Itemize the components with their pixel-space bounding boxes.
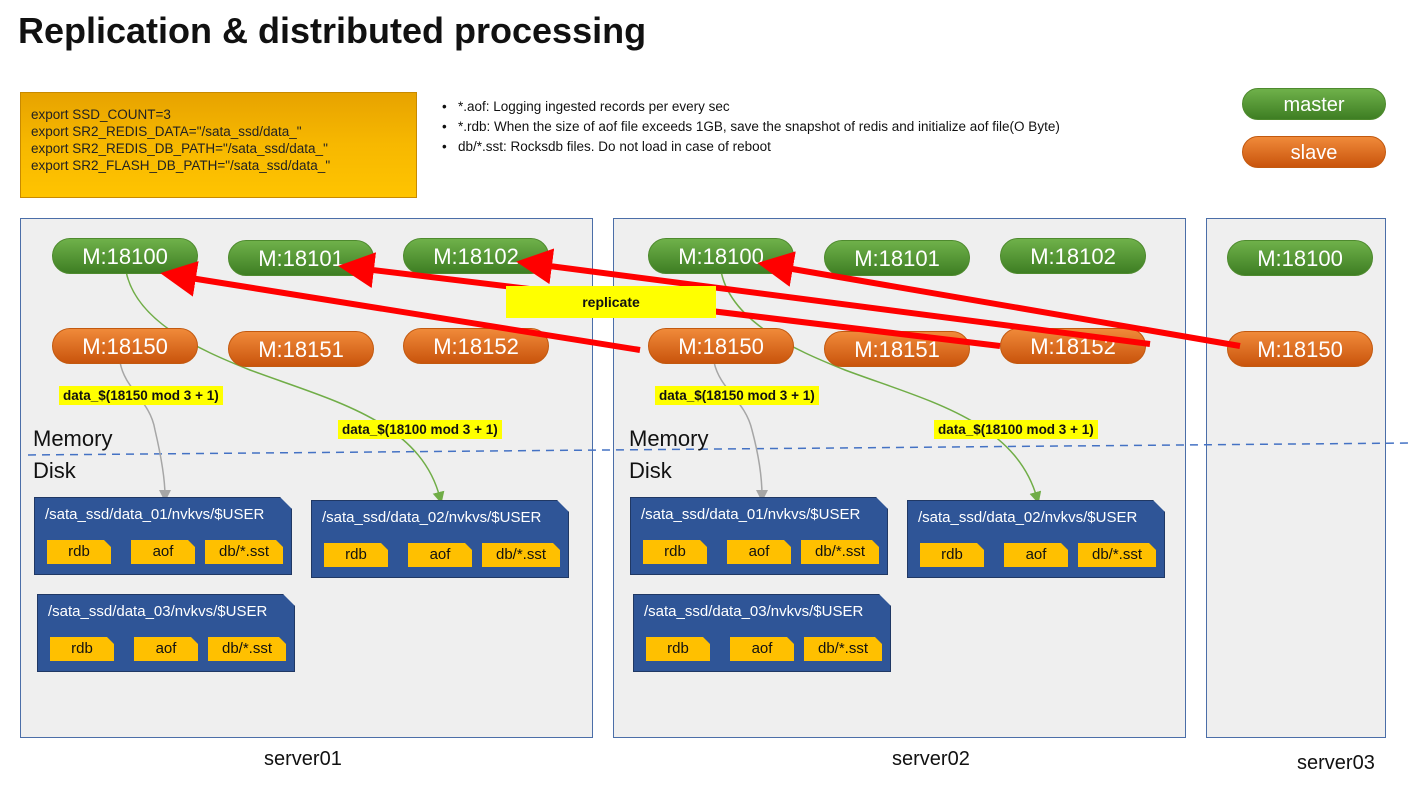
file-aof: aof: [727, 540, 791, 564]
file-rdb: rdb: [50, 637, 114, 661]
file-aof: aof: [134, 637, 198, 661]
server01-master-18102: M:18102: [403, 238, 549, 274]
disk-data-02: /sata_ssd/data_02/nvkvs/$USER rdb aof db…: [311, 500, 569, 578]
file-aof: aof: [730, 637, 794, 661]
disk-data-02: /sata_ssd/data_02/nvkvs/$USER rdb aof db…: [907, 500, 1165, 578]
env-line: export SR2_REDIS_DATA="/sata_ssd/data_": [31, 124, 302, 139]
notes-list: *.aof: Logging ingested records per ever…: [440, 97, 1060, 157]
disk-label: Disk: [629, 458, 672, 483]
file-aof: aof: [1004, 543, 1068, 567]
note-rdb: *.rdb: When the size of aof file exceeds…: [440, 117, 1060, 137]
disk-path: /sata_ssd/data_01/nvkvs/$USER: [641, 506, 861, 523]
disk-path: /sata_ssd/data_02/nvkvs/$USER: [322, 509, 542, 526]
server03-slave-18150: M:18150: [1227, 331, 1373, 367]
master-disk-mapping: data_$(18100 mod 3 + 1): [934, 420, 1098, 439]
file-rdb: rdb: [643, 540, 707, 564]
file-rdb: rdb: [920, 543, 984, 567]
slave-disk-mapping: data_$(18150 mod 3 + 1): [59, 386, 223, 405]
file-sst: db/*.sst: [1078, 543, 1156, 567]
file-aof: aof: [131, 540, 195, 564]
server01-slave-18152: M:18152: [403, 328, 549, 364]
disk-data-01: /sata_ssd/data_01/nvkvs/$USER rdb aof db…: [34, 497, 292, 575]
file-sst: db/*.sst: [205, 540, 283, 564]
file-sst: db/*.sst: [482, 543, 560, 567]
legend-slave: slave: [1242, 136, 1386, 168]
disk-data-01: /sata_ssd/data_01/nvkvs/$USER rdb aof db…: [630, 497, 888, 575]
file-rdb: rdb: [47, 540, 111, 564]
disk-data-03: /sata_ssd/data_03/nvkvs/$USER rdb aof db…: [37, 594, 295, 672]
server02-master-18100: M:18100: [648, 238, 794, 274]
file-rdb: rdb: [324, 543, 388, 567]
server02-slave-18151: M:18151: [824, 331, 970, 367]
server02-master-18101: M:18101: [824, 240, 970, 276]
disk-path: /sata_ssd/data_03/nvkvs/$USER: [48, 603, 268, 620]
file-sst: db/*.sst: [208, 637, 286, 661]
legend-master: master: [1242, 88, 1386, 120]
server02-master-18102: M:18102: [1000, 238, 1146, 274]
server02-label: server02: [892, 748, 970, 770]
disk-label: Disk: [33, 458, 76, 483]
disk-path: /sata_ssd/data_02/nvkvs/$USER: [918, 509, 1138, 526]
disk-path: /sata_ssd/data_03/nvkvs/$USER: [644, 603, 864, 620]
memory-label: Memory: [629, 426, 709, 451]
server03-master-18100: M:18100: [1227, 240, 1373, 276]
memory-label: Memory: [33, 426, 113, 451]
file-sst: db/*.sst: [801, 540, 879, 564]
replicate-label: replicate: [506, 286, 716, 318]
server01-master-18100: M:18100: [52, 238, 198, 274]
server01-label: server01: [264, 748, 342, 770]
note-aof: *.aof: Logging ingested records per ever…: [440, 97, 1060, 117]
env-line: export SR2_FLASH_DB_PATH="/sata_ssd/data…: [31, 158, 331, 173]
disk-data-03: /sata_ssd/data_03/nvkvs/$USER rdb aof db…: [633, 594, 891, 672]
file-sst: db/*.sst: [804, 637, 882, 661]
server01-slave-18151: M:18151: [228, 331, 374, 367]
server03-label: server03: [1297, 752, 1375, 774]
file-aof: aof: [408, 543, 472, 567]
slave-disk-mapping: data_$(18150 mod 3 + 1): [655, 386, 819, 405]
server01-master-18101: M:18101: [228, 240, 374, 276]
note-sst: db/*.sst: Rocksdb files. Do not load in …: [440, 137, 1060, 157]
env-line: export SR2_REDIS_DB_PATH="/sata_ssd/data…: [31, 141, 328, 156]
server02-slave-18152: M:18152: [1000, 328, 1146, 364]
server03-panel: [1206, 218, 1386, 738]
file-rdb: rdb: [646, 637, 710, 661]
server01-slave-18150: M:18150: [52, 328, 198, 364]
page-title: Replication & distributed processing: [18, 10, 647, 51]
master-disk-mapping: data_$(18100 mod 3 + 1): [338, 420, 502, 439]
disk-path: /sata_ssd/data_01/nvkvs/$USER: [45, 506, 265, 523]
server02-slave-18150: M:18150: [648, 328, 794, 364]
env-line: export SSD_COUNT=3: [31, 107, 171, 122]
env-config-box: export SSD_COUNT=3 export SR2_REDIS_DATA…: [20, 92, 417, 198]
